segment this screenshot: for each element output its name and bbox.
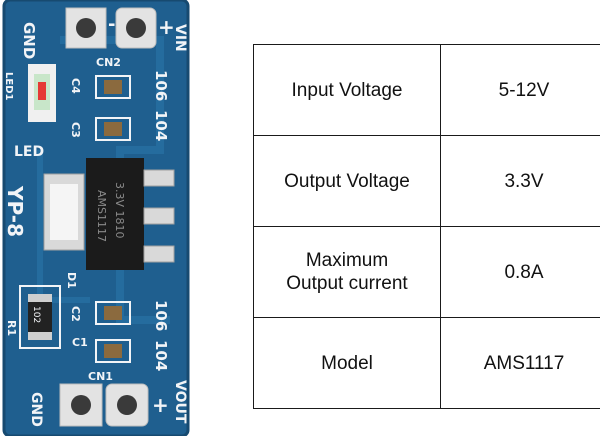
silk-106-top: 106 xyxy=(152,70,170,101)
silk-104-bottom: 104 xyxy=(152,340,170,371)
capacitor-c2 xyxy=(95,301,131,325)
regulator-ic xyxy=(43,158,175,270)
silk-cn1: CN1 xyxy=(88,370,113,383)
spec-row-model: Model AMS1117 xyxy=(253,317,600,409)
silk-bottom-plus: + xyxy=(152,393,169,417)
silk-top-vin: VIN xyxy=(172,24,188,52)
spec-row-input-voltage: Input Voltage 5-12V xyxy=(253,44,600,136)
capacitor-c1 xyxy=(95,339,131,363)
silk-c3: C3 xyxy=(69,122,82,138)
silk-board-name: YP-8 xyxy=(3,185,27,237)
spec-label-line2: Output current xyxy=(286,273,408,294)
silk-led1: LED1 xyxy=(3,72,14,101)
silk-top-gnd: GND xyxy=(20,22,38,59)
silk-top-plus: + xyxy=(158,15,175,39)
ic-marking: AMS1117 xyxy=(95,190,108,242)
silk-top-minus: - xyxy=(108,14,115,35)
silk-bottom-gnd: GND xyxy=(28,392,44,427)
spec-value: 5-12V xyxy=(440,44,600,136)
bottom-pad-gnd xyxy=(59,383,103,427)
silk-c1: C1 xyxy=(72,336,88,349)
led1-component xyxy=(28,64,56,122)
spec-label-line1: Maximum xyxy=(305,250,389,271)
silk-104-top: 104 xyxy=(152,110,170,141)
spec-value: 3.3V xyxy=(440,135,600,227)
silk-c4: C4 xyxy=(69,78,82,94)
silk-d1: D1 xyxy=(65,272,78,289)
spec-row-max-output-current: Maximum Output current 0.8A xyxy=(253,226,600,318)
spec-value: 0.8A xyxy=(440,226,600,318)
spec-label: Output Voltage xyxy=(253,135,441,227)
spec-label-multiline: Maximum Output current xyxy=(253,226,441,318)
silk-c2: C2 xyxy=(69,306,82,322)
capacitor-c3 xyxy=(95,117,131,141)
spec-value: AMS1117 xyxy=(440,317,600,409)
spec-table: Input Voltage 5-12V Output Voltage 3.3V … xyxy=(253,44,600,409)
resistor-r1 xyxy=(19,285,61,349)
bottom-pad-vout xyxy=(105,383,149,427)
top-pad-vin xyxy=(115,7,157,49)
ic-marking-2: 3.3V 1810 xyxy=(113,182,126,239)
spec-row-output-voltage: Output Voltage 3.3V xyxy=(253,135,600,227)
top-pad-gnd xyxy=(65,7,107,49)
silk-r1: R1 xyxy=(5,320,18,336)
capacitor-c4 xyxy=(95,75,131,99)
silk-106-bottom: 106 xyxy=(152,300,170,331)
spec-label: Input Voltage xyxy=(253,44,441,136)
silk-cn2: CN2 xyxy=(96,56,121,69)
silk-bottom-vout: VOUT xyxy=(172,380,188,424)
spec-label: Model xyxy=(253,317,441,409)
resistor-code: 102 xyxy=(31,306,41,323)
silk-led: LED xyxy=(14,144,44,160)
